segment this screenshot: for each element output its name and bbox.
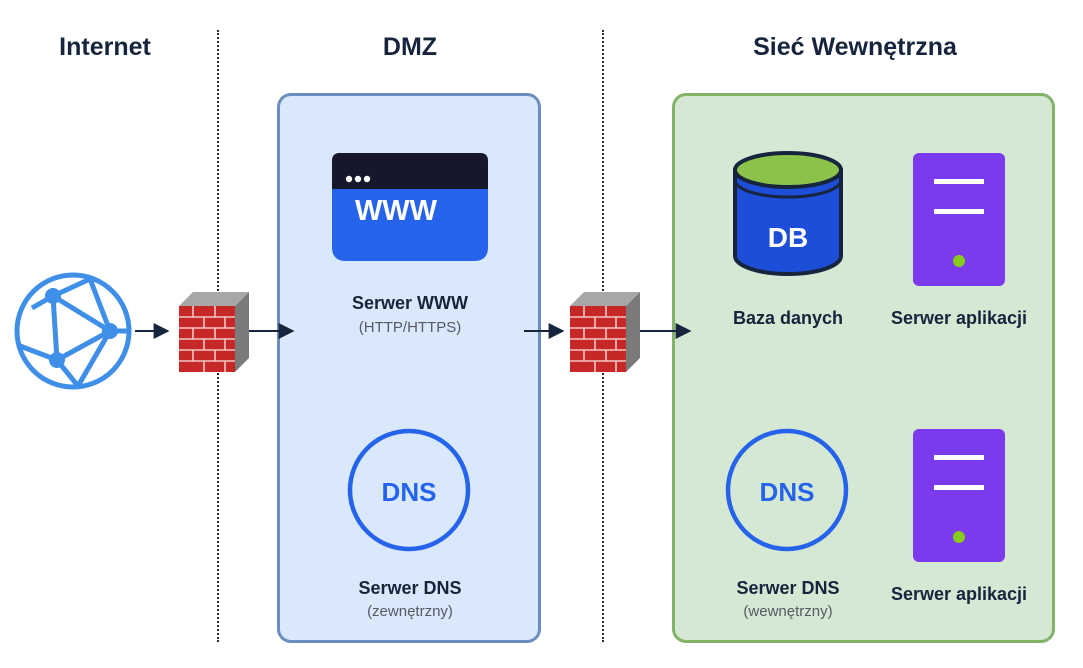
browser-icon-text: WWW: [355, 195, 438, 227]
dns-external-sublabel: (zewnętrzny): [367, 603, 453, 620]
dns-external-icon-text: DNS: [382, 477, 437, 507]
database-cylinder-icon: DB: [733, 151, 843, 276]
server-tower-icon: [913, 153, 1005, 286]
dmz-zone: [277, 93, 541, 643]
browser-window-icon: WWW: [332, 153, 488, 261]
zone-title-internal: Sieć Wewnętrzna: [753, 33, 957, 61]
app-server-1-label: Serwer aplikacji: [890, 308, 1028, 328]
dns-external-label: Serwer DNS: [358, 578, 462, 598]
database-icon-text: DB: [768, 222, 808, 253]
dns-circle-icon: DNS: [725, 428, 849, 552]
database-label: Baza danych: [732, 308, 844, 328]
dns-internal-label: Serwer DNS: [736, 578, 840, 598]
web-server-label: Serwer WWW: [351, 293, 468, 313]
zone-title-dmz: DMZ: [382, 33, 438, 61]
web-server-sublabel: (HTTP/HTTPS): [358, 319, 462, 336]
dns-internal-sublabel: (wewnętrzny): [743, 603, 833, 620]
server-tower-icon: [913, 429, 1005, 562]
dns-circle-icon: DNS: [347, 428, 471, 552]
app-server-2-label: Serwer aplikacji: [890, 584, 1028, 604]
dns-internal-icon-text: DNS: [760, 477, 815, 507]
zone-title-internet: Internet: [59, 33, 151, 61]
globe-network-icon: [14, 272, 132, 390]
